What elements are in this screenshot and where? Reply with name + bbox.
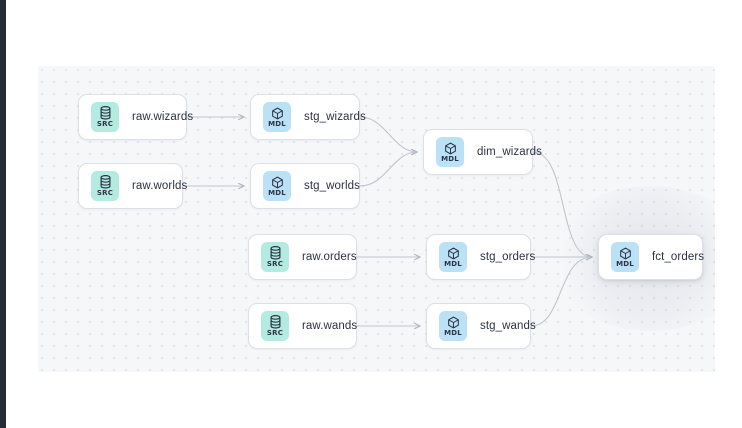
node-label: raw.wizards [132,111,194,123]
node-label: stg_worlds [304,180,360,192]
node-label: stg_wands [480,320,536,332]
data-lineage-canvas[interactable]: SRC raw.wizards SRC raw.worlds SRC [38,66,715,372]
badge-kind-label: MDL [268,188,286,197]
cube-icon [271,107,283,119]
lineage-node-stg-wizards[interactable]: MDL stg_wizards [250,94,366,140]
badge-kind-label: MDL [268,119,286,128]
node-label: stg_orders [480,251,536,263]
badge-kind-label: MDL [444,259,462,268]
database-icon [269,315,281,329]
model-badge: MDL [436,137,464,167]
source-badge: SRC [261,242,289,272]
lineage-node-stg-orders[interactable]: MDL stg_orders [426,234,535,280]
node-label: fct_orders [652,251,705,263]
lineage-node-stg-worlds[interactable]: MDL stg_worlds [250,163,360,209]
database-icon [99,106,111,120]
database-icon [269,246,281,260]
source-badge: SRC [91,102,119,132]
cube-icon [619,247,631,259]
model-badge: MDL [439,311,467,341]
node-label: dim_wizards [477,146,543,158]
node-label: raw.worlds [132,180,188,192]
cube-icon [447,316,459,328]
model-badge: MDL [263,171,291,201]
source-badge: SRC [91,171,119,201]
model-badge: MDL [611,242,639,272]
badge-kind-label: SRC [96,189,114,197]
badge-kind-label: SRC [96,120,114,128]
lineage-node-raw-wands[interactable]: SRC raw.wands [248,303,357,349]
cube-icon [271,176,283,188]
lineage-node-dim-wizards[interactable]: MDL dim_wizards [423,129,542,175]
badge-kind-label: MDL [616,259,634,268]
model-badge: MDL [439,242,467,272]
badge-kind-label: SRC [266,329,284,337]
lineage-node-raw-wizards[interactable]: SRC raw.wizards [78,94,193,140]
source-badge: SRC [261,311,289,341]
node-label: raw.wands [302,320,358,332]
cube-icon [447,247,459,259]
node-label: raw.orders [302,251,357,263]
lineage-node-stg-wands[interactable]: MDL stg_wands [426,303,536,349]
database-icon [99,175,111,189]
lineage-node-raw-orders[interactable]: SRC raw.orders [248,234,357,280]
cube-icon [444,142,456,154]
badge-kind-label: MDL [444,328,462,337]
badge-kind-label: SRC [266,260,284,268]
lineage-node-fct-orders[interactable]: MDL fct_orders [598,234,705,280]
node-label: stg_wizards [304,111,366,123]
lineage-node-raw-worlds[interactable]: SRC raw.worlds [78,163,187,209]
model-badge: MDL [263,102,291,132]
left-nav-rail [0,0,6,428]
badge-kind-label: MDL [441,154,459,163]
